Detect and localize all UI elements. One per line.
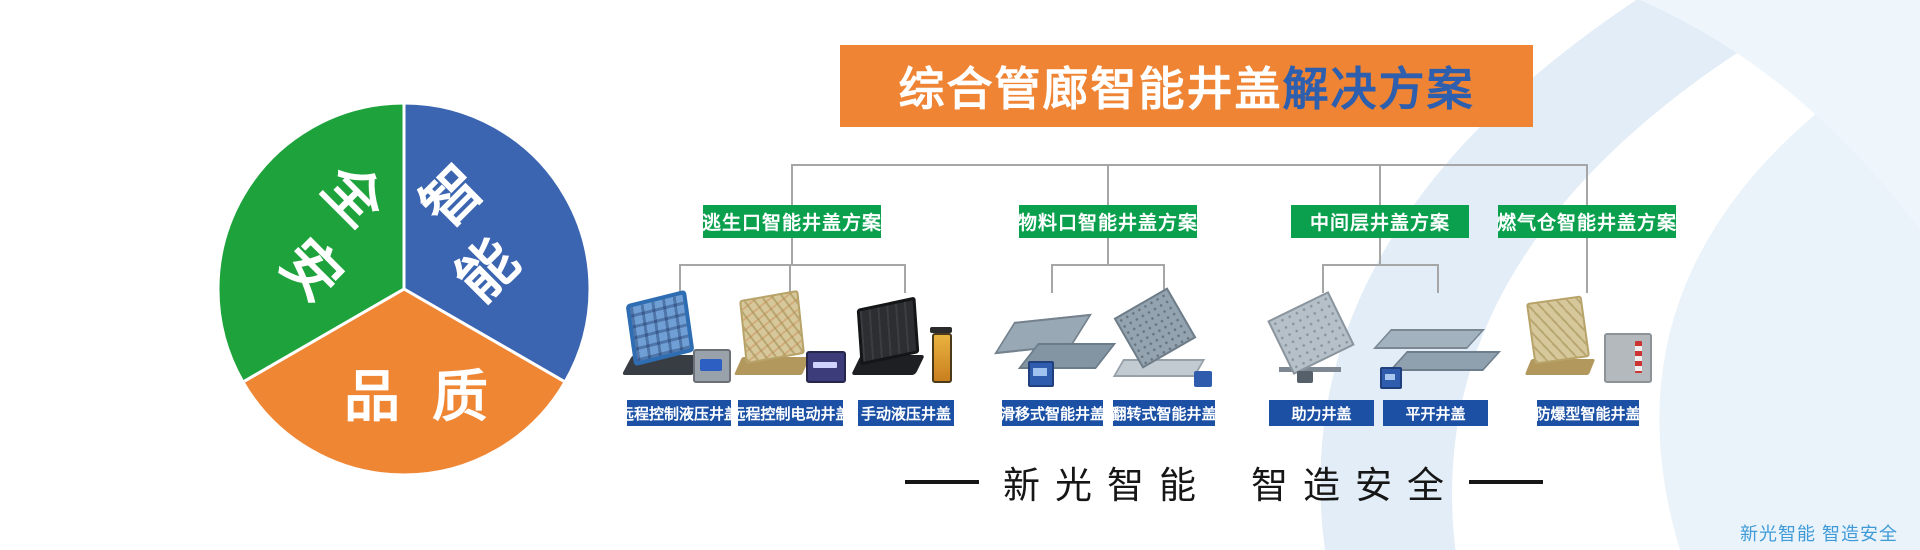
tree-stem-2 [1107, 164, 1109, 206]
group3-drop-2 [1437, 264, 1439, 293]
tree-stem-4 [1586, 164, 1588, 206]
group2-hline [1051, 264, 1165, 266]
pie-chart [216, 101, 592, 477]
tree-stem-3 [1379, 164, 1381, 206]
slogan-dash-right [1469, 480, 1543, 484]
tree-stem-1 [791, 164, 793, 206]
category-box-gas: 燃气仓智能井盖方案 [1497, 205, 1676, 238]
product-image-remote-electric-cover [733, 289, 848, 395]
pie-slice-quality [241, 287, 567, 477]
group4-stem [1586, 238, 1588, 293]
category-box-material: 物料口智能井盖方案 [1018, 205, 1197, 238]
group3-hline [1322, 264, 1439, 266]
group2-drop-2 [1163, 264, 1165, 293]
slogan-text-right: 智造安全 [1251, 465, 1459, 506]
group2-drop-1 [1051, 264, 1053, 293]
product-label-remote-electric: 远程控制电动井盖 [731, 400, 851, 426]
product-label-flat-open: 平开井盖 [1383, 400, 1488, 426]
category-box-escape: 逃生口智能井盖方案 [702, 205, 881, 238]
product-label-sliding: 滑移式智能井盖 [1000, 400, 1105, 426]
pie-slice-safety [216, 101, 406, 384]
pie-label-quality: 品质 [344, 365, 520, 428]
group1-drop-1 [679, 264, 681, 293]
product-image-flat-open-cover [1372, 293, 1502, 395]
corner-watermark-text: 新光智能 智造安全 [1739, 524, 1898, 544]
slogan: 新光智能 智造安全 [905, 458, 1543, 506]
product-label-flip: 翻转式智能井盖 [1112, 400, 1217, 426]
title-banner: 综合管廊智能井盖解决方案 [840, 45, 1533, 127]
product-label-explosion-proof: 防爆型智能井盖 [1536, 400, 1641, 426]
product-image-explosion-proof-cover [1524, 293, 1658, 395]
category-box-midlayer: 中间层井盖方案 [1291, 205, 1469, 238]
group3-drop-1 [1322, 264, 1324, 293]
group1-hline [679, 264, 906, 266]
product-label-remote-hydraulic: 远程控制液压井盖 [619, 400, 739, 426]
product-image-flip-smart-cover [1110, 287, 1220, 395]
product-label-manual-hydraulic: 手动液压井盖 [858, 400, 954, 426]
slogan-dash-left [905, 480, 979, 484]
group2-stem [1107, 238, 1109, 265]
product-image-manual-hydraulic-cover [851, 293, 962, 395]
product-image-sliding-smart-cover [994, 293, 1117, 395]
title-accent: 解决方案 [1282, 63, 1475, 115]
tree-main-hline [791, 164, 1588, 166]
product-image-assist-cover [1263, 291, 1373, 395]
group1-drop-2 [789, 264, 791, 293]
product-image-remote-hydraulic-cover [621, 289, 735, 395]
pie-slice-smart [402, 101, 592, 384]
group1-drop-3 [904, 264, 906, 293]
product-label-assist: 助力井盖 [1269, 400, 1374, 426]
group1-stem [791, 238, 793, 265]
title-main: 综合管廊智能井盖 [898, 63, 1283, 115]
slogan-text-left: 新光智能 [1003, 465, 1211, 506]
group3-stem [1379, 238, 1381, 265]
